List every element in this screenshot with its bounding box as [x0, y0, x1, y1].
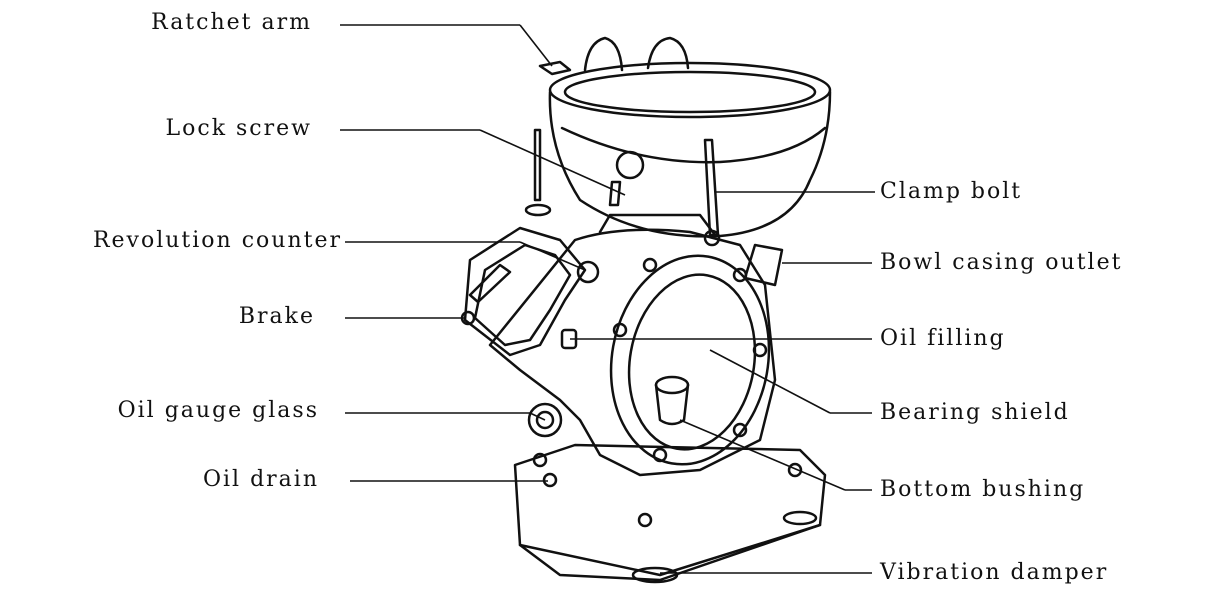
- label-ratchet-arm: Ratchet arm: [151, 10, 312, 35]
- damper-foot: [631, 566, 679, 584]
- neck: [598, 213, 717, 237]
- label-oil-drain: Oil drain: [202, 467, 319, 492]
- label-bearing-shield: Bearing shield: [880, 400, 1070, 425]
- brake-lever: [468, 263, 512, 304]
- side-cover: [463, 226, 587, 357]
- label-bowl-casing-outlet: Bowl casing outlet: [880, 250, 1123, 275]
- lock-screw: [615, 150, 645, 180]
- label-lock-screw: Lock screw: [165, 116, 312, 141]
- leader-lines: [340, 24, 875, 574]
- label-oil-gauge-glass: Oil gauge glass: [117, 398, 319, 423]
- damper-foot: [782, 510, 818, 526]
- clamp-bolt: [533, 128, 542, 202]
- bowl-rim: [548, 61, 832, 119]
- bowl-band: [560, 126, 827, 164]
- label-vibration-damper: Vibration damper: [880, 560, 1109, 585]
- bowl-casing-outlet: [743, 243, 784, 287]
- base-bolt: [542, 472, 558, 488]
- base-bolt: [787, 462, 803, 478]
- base-plate-edge: [518, 523, 822, 577]
- bottom-bushing: [654, 383, 690, 426]
- base-bolt: [637, 512, 653, 528]
- label-bottom-bushing: Bottom bushing: [880, 477, 1086, 502]
- bowl-rim-inner: [563, 70, 817, 114]
- bottom-bushing-top: [654, 375, 690, 395]
- base-bolt: [532, 452, 548, 468]
- ratchet-arm: [538, 60, 572, 76]
- oil-gauge-glass: [527, 402, 563, 438]
- label-clamp-bolt: Clamp bolt: [880, 179, 1023, 204]
- label-revolution-counter: Revolution counter: [92, 228, 342, 253]
- ratchet-lug: [583, 36, 624, 72]
- label-oil-filling: Oil filling: [880, 326, 1006, 351]
- side-cover-inner: [473, 243, 572, 347]
- ratchet-lug: [646, 36, 690, 70]
- base-plate: [513, 443, 827, 582]
- revolution-counter-knob: [576, 260, 600, 284]
- label-brake: Brake: [238, 304, 315, 329]
- clamp-bolt: [703, 138, 720, 237]
- bearing-shield-ring: [609, 254, 771, 466]
- gear-housing: [488, 228, 777, 477]
